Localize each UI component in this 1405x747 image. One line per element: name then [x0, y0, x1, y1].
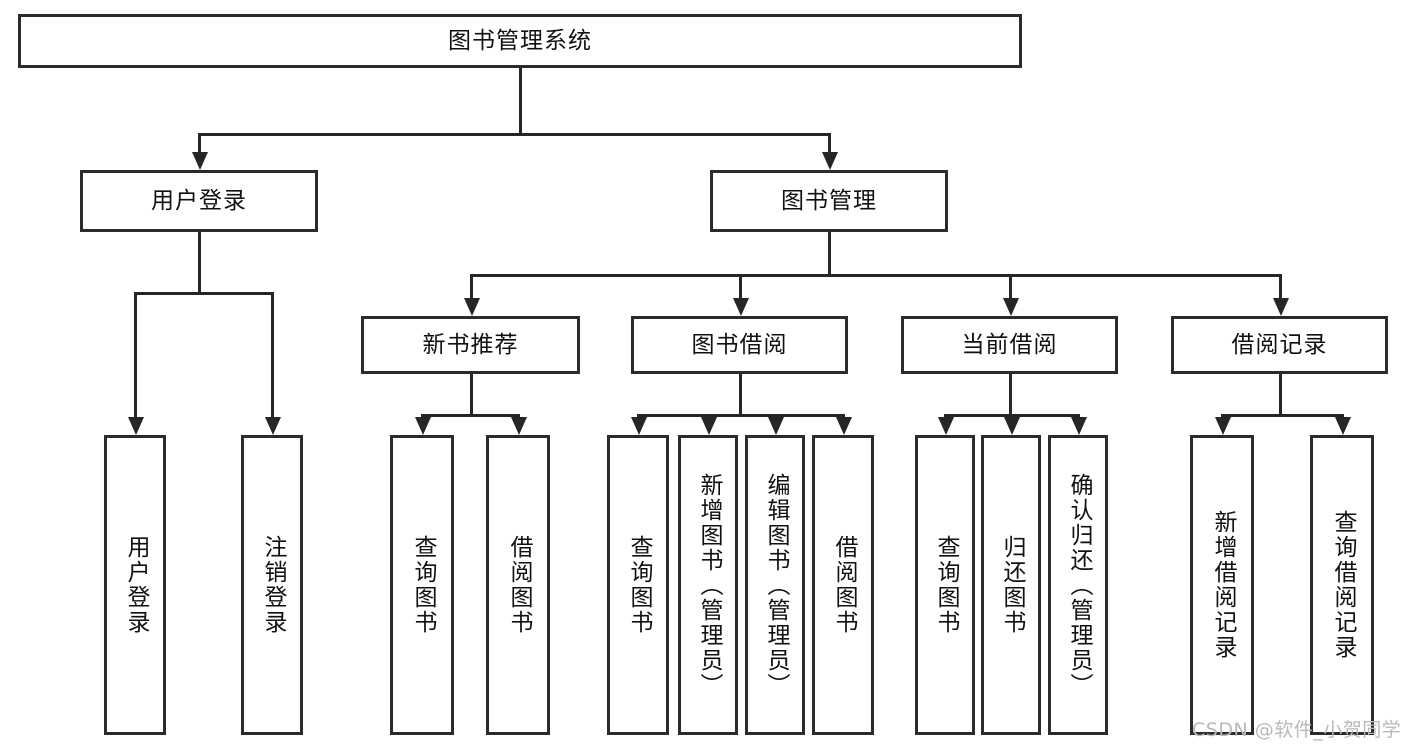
node-label: 编辑图书（管理员） — [762, 472, 789, 698]
node-root-图书管理系统[interactable]: 图书管理系统 — [18, 14, 1022, 68]
edge-drop — [1341, 414, 1344, 419]
edge-drop — [469, 274, 473, 300]
edge-stem — [828, 232, 831, 277]
edge-drop — [774, 414, 777, 419]
edge-arrowhead — [463, 298, 480, 316]
edge-stem — [1008, 374, 1012, 417]
node-label: 查询图书 — [932, 535, 959, 635]
edge-bus — [469, 274, 1282, 277]
node-label: 图书管理系统 — [448, 27, 592, 54]
node-label: 当前借阅 — [961, 331, 1058, 358]
edge-drop — [828, 133, 831, 154]
node-label: 查询图书 — [409, 535, 436, 635]
node-label: 查询借阅记录 — [1329, 510, 1356, 660]
edge-drop — [637, 414, 640, 419]
edge-arrowhead — [415, 417, 431, 435]
leaf-注销登录[interactable]: 注销登录 — [241, 435, 303, 735]
node-label: 新书推荐 — [422, 331, 519, 358]
leaf-查询图书[interactable]: 查询图书 — [390, 435, 454, 735]
node-label: 用户登录 — [122, 535, 149, 635]
edge-drop — [738, 274, 742, 300]
edge-stem — [1278, 374, 1282, 417]
edge-bus — [637, 414, 845, 417]
node-level2-图书管理[interactable]: 图书管理 — [710, 170, 948, 232]
edge-arrowhead — [511, 417, 527, 435]
edge-stem — [738, 374, 742, 417]
node-label: 借阅图书 — [830, 535, 857, 635]
node-label: 新增借阅记录 — [1209, 510, 1236, 660]
node-level2-用户登录[interactable]: 用户登录 — [80, 170, 318, 232]
edge-arrowhead — [938, 417, 954, 435]
edge-arrowhead — [1272, 298, 1289, 316]
edge-bus — [1221, 414, 1344, 417]
node-label: 确认归还（管理员） — [1065, 472, 1092, 698]
edge-arrowhead — [631, 417, 647, 435]
edge-arrowhead — [701, 417, 717, 435]
edge-drop — [198, 133, 201, 154]
edge-arrowhead — [822, 152, 838, 170]
edge-stem — [469, 374, 473, 417]
edge-arrowhead — [1004, 417, 1020, 435]
edge-stem — [198, 232, 201, 295]
edge-arrowhead — [128, 417, 144, 435]
edge-drop — [1008, 274, 1012, 300]
leaf-确认归还管理员[interactable]: 确认归还（管理员） — [1048, 435, 1108, 735]
leaf-归还图书[interactable]: 归还图书 — [981, 435, 1041, 735]
leaf-借阅图书[interactable]: 借阅图书 — [486, 435, 550, 735]
edge-bus — [134, 292, 274, 295]
edge-drop — [134, 292, 137, 419]
node-label: 借阅图书 — [505, 535, 532, 635]
edge-arrowhead — [265, 417, 281, 435]
node-level3-当前借阅[interactable]: 当前借阅 — [901, 316, 1118, 374]
edge-stem — [519, 68, 522, 136]
node-label: 查询图书 — [625, 535, 652, 635]
leaf-查询图书[interactable]: 查询图书 — [915, 435, 975, 735]
leaf-编辑图书管理员[interactable]: 编辑图书（管理员） — [745, 435, 805, 735]
leaf-用户登录[interactable]: 用户登录 — [104, 435, 166, 735]
node-label: 注销登录 — [259, 535, 286, 635]
node-label: 新增图书（管理员） — [695, 472, 722, 698]
edge-arrowhead — [1002, 298, 1019, 316]
edge-drop — [1010, 414, 1013, 419]
node-label: 借阅记录 — [1231, 331, 1328, 358]
node-label: 图书管理 — [781, 187, 877, 214]
edge-drop — [707, 414, 710, 419]
edge-arrowhead — [836, 417, 852, 435]
leaf-查询图书[interactable]: 查询图书 — [607, 435, 669, 735]
leaf-新增图书管理员[interactable]: 新增图书（管理员） — [678, 435, 738, 735]
leaf-新增借阅记录[interactable]: 新增借阅记录 — [1190, 435, 1254, 735]
edge-arrowhead — [1335, 417, 1351, 435]
leaf-查询借阅记录[interactable]: 查询借阅记录 — [1310, 435, 1374, 735]
leaf-借阅图书[interactable]: 借阅图书 — [812, 435, 874, 735]
edge-drop — [944, 414, 947, 419]
edge-drop — [271, 292, 274, 419]
node-label: 用户登录 — [151, 187, 247, 214]
edge-arrowhead — [768, 417, 784, 435]
edge-drop — [1077, 414, 1080, 419]
csdn-watermark: CSDN @软件_小贺同学 — [1192, 719, 1402, 741]
edge-drop — [517, 414, 520, 419]
edge-arrowhead — [1071, 417, 1087, 435]
edge-arrowhead — [1215, 417, 1231, 435]
edge-drop — [1221, 414, 1224, 419]
node-label: 图书借阅 — [691, 331, 788, 358]
edge-arrowhead — [192, 152, 208, 170]
edge-bus — [421, 414, 520, 417]
edge-bus — [198, 133, 831, 136]
edge-drop — [1278, 274, 1282, 300]
node-level3-图书借阅[interactable]: 图书借阅 — [631, 316, 848, 374]
node-level3-新书推荐[interactable]: 新书推荐 — [361, 316, 580, 374]
edge-drop — [842, 414, 845, 419]
node-level3-借阅记录[interactable]: 借阅记录 — [1171, 316, 1388, 374]
edge-arrowhead — [732, 298, 749, 316]
edge-drop — [421, 414, 424, 419]
node-label: 归还图书 — [998, 535, 1025, 635]
